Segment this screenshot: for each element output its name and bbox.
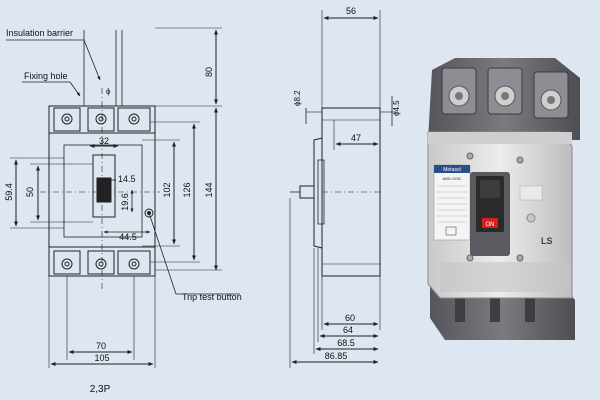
side-view: [289, 10, 396, 368]
top-terminals: [53, 107, 151, 132]
dim-56: 56: [346, 6, 356, 16]
side-cover-step: [313, 137, 323, 249]
dim-19-6: 19.6: [120, 193, 130, 211]
product-logo: LS: [541, 236, 553, 246]
dim-126: 126: [182, 182, 192, 197]
front-view-labels: Insulation barrier Fixing hole Trip test…: [4, 28, 242, 395]
dim-68-5: 68.5: [337, 338, 355, 348]
dim-86-85: 86.85: [325, 351, 348, 361]
phi-label: ϕ: [106, 87, 111, 96]
dim-105: 105: [94, 353, 109, 363]
dim-phi-4-5: ϕ4.5: [392, 100, 401, 116]
dim-44-5: 44.5: [119, 232, 137, 242]
side-handle: [299, 185, 314, 199]
dim-32: 32: [99, 136, 109, 146]
front-view: [6, 27, 240, 368]
dim-phi-8-2: ϕ8.2: [293, 90, 302, 106]
callout-insulation-barrier: Insulation barrier: [6, 28, 73, 38]
trip-test-button-mark: [144, 208, 154, 218]
product-badge: [434, 165, 470, 173]
product-model: ABN 103C: [443, 176, 462, 181]
product-top-terminals: [441, 67, 569, 119]
front-handle: [92, 154, 116, 218]
bottom-terminals: [53, 250, 151, 275]
dim-144: 144: [204, 182, 214, 197]
dim-80: 80: [204, 67, 214, 77]
product-on-indicator: [482, 218, 498, 228]
dim-102: 102: [162, 182, 172, 197]
dim-64: 64: [343, 325, 353, 335]
dim-70: 70: [96, 341, 106, 351]
dim-47: 47: [351, 133, 361, 143]
product-illustration: Metasol ABN 103C ON LS: [427, 58, 580, 340]
dim-50: 50: [25, 187, 35, 197]
dim-59-4: 59.4: [4, 183, 14, 201]
side-view-labels: 56 47 ϕ8.2 ϕ4.5 60 64 68.5 86.85: [293, 6, 401, 361]
product-brand-badge: Metasol: [443, 167, 461, 173]
product-handle-label: ON: [486, 222, 495, 228]
callout-trip-test-button: Trip test button: [182, 292, 242, 302]
product-label-panel: [433, 164, 471, 241]
caption-poles: 2,3P: [90, 384, 111, 395]
callout-fixing-hole: Fixing hole: [24, 71, 68, 81]
dim-14-5: 14.5: [118, 174, 136, 184]
dim-60: 60: [345, 313, 355, 323]
